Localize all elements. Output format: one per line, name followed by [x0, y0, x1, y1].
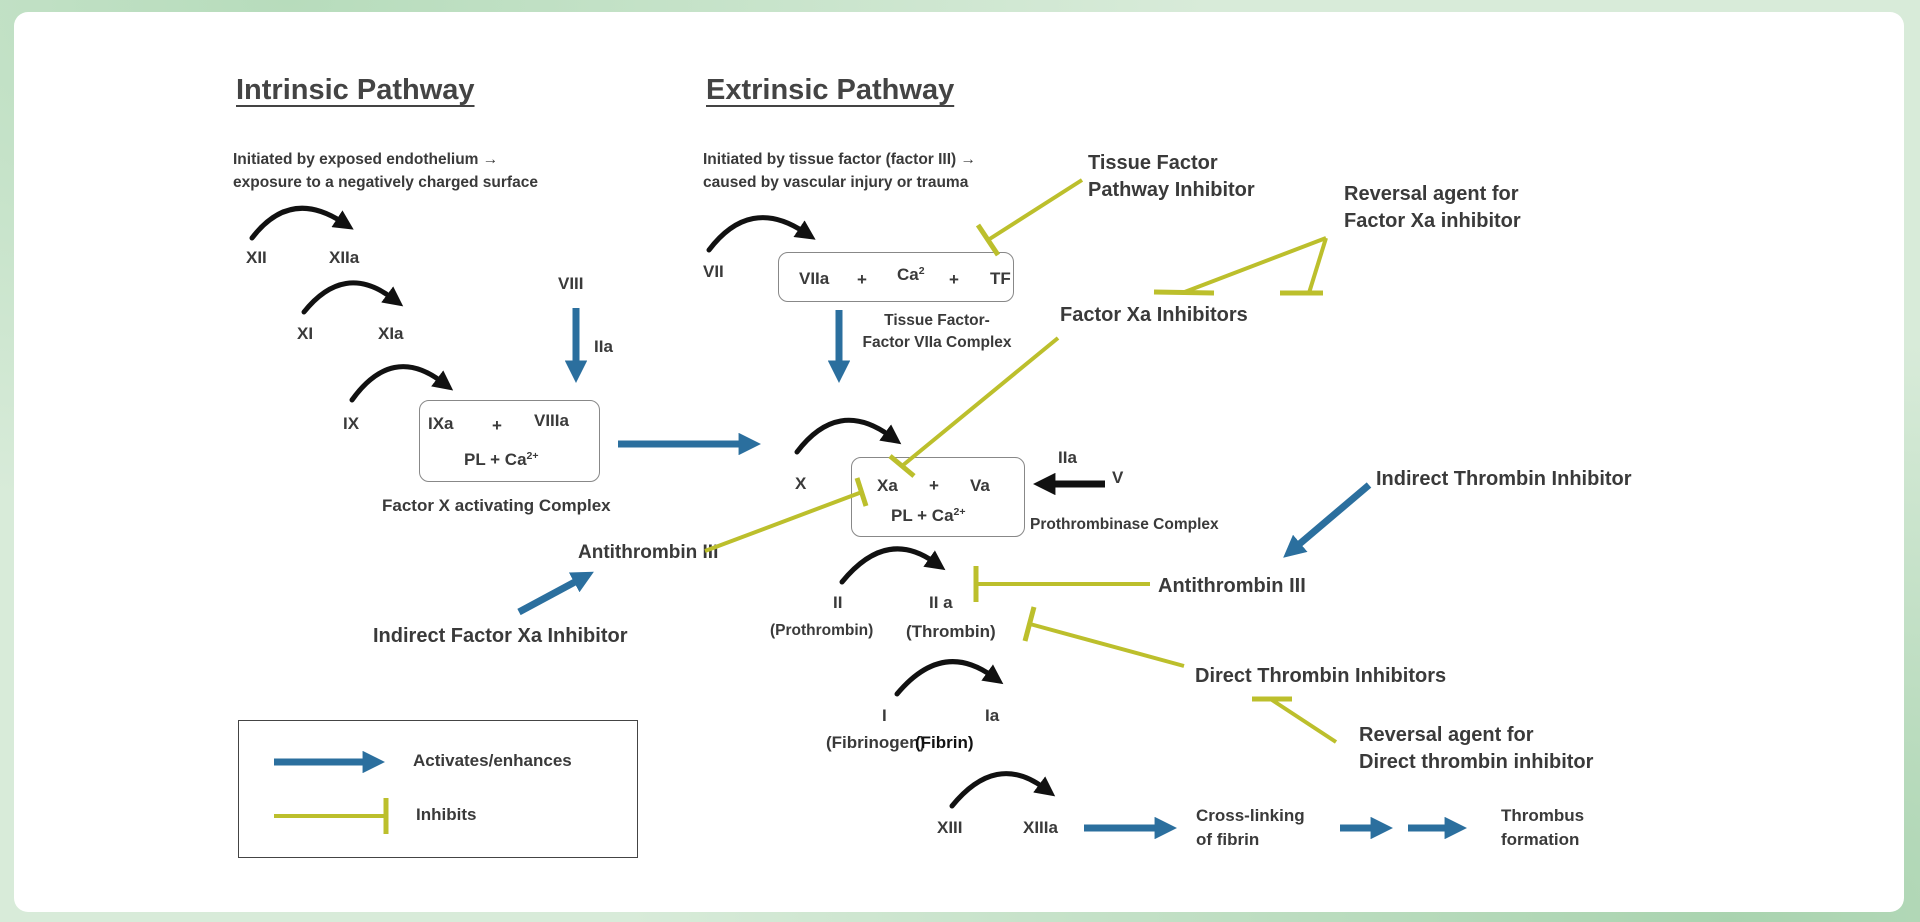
factor-ixa: IXa	[428, 414, 454, 433]
indirect-thrombin-inhibitor: Indirect Thrombin Inhibitor	[1376, 468, 1632, 490]
tissue-factor-complex-label: Tissue Factor- Factor VIIa Complex	[862, 312, 1012, 351]
prothrombinase-complex	[851, 457, 1025, 537]
arrow-indirect-thrombin-to-antithrombin	[1283, 482, 1372, 558]
curve-i-to-ia	[894, 659, 1004, 697]
factor-xia: XIa	[378, 324, 404, 343]
tissue-factor-tf: TF	[990, 269, 1011, 288]
inhibit-reversal-direct	[1270, 698, 1338, 744]
pl-ca-common: PL + Ca2+	[891, 506, 966, 525]
legend-activates-label: Activates/enhances	[413, 751, 572, 770]
pl-ca-intrinsic: PL + Ca2+	[464, 450, 539, 469]
legend	[238, 720, 638, 858]
plus-sign: +	[929, 476, 939, 495]
curve-xiii-to-xiiia	[949, 771, 1056, 809]
inhibit-xa-inhibitors	[900, 336, 1060, 468]
factor-iia: II a	[929, 593, 953, 612]
calcium: Ca2	[897, 265, 925, 284]
inhibit-direct-thrombin	[1029, 622, 1185, 668]
inhibit-antithrombin-left	[704, 490, 863, 553]
fibrinogen-label: (Fibrinogen)	[826, 733, 926, 752]
factor-ii: II	[833, 593, 843, 612]
plus-sign: +	[949, 270, 959, 289]
antithrombin-iii-right: Antithrombin III	[1158, 575, 1306, 597]
factor-viiia: VIIIa	[534, 411, 569, 430]
curve-ix-to-ixa	[349, 364, 454, 403]
curve-xi-to-xia	[301, 280, 404, 315]
factor-xiiia: XIIIa	[1023, 818, 1058, 837]
arrow-indirect-xa-to-antithrombin	[517, 571, 594, 616]
factor-viii: VIII	[558, 274, 584, 293]
curve-x-to-xa	[794, 417, 902, 455]
prothrombin-label: (Prothrombin)	[770, 622, 874, 639]
cross-linking-of-fibrin: Cross-linking of fibrin	[1196, 806, 1305, 849]
factor-ia: Ia	[985, 706, 1000, 725]
factor-ix: IX	[343, 414, 360, 433]
indirect-factor-xa-inhibitor: Indirect Factor Xa Inhibitor	[373, 625, 628, 647]
curve-xii-to-xiia	[249, 205, 354, 241]
thrombin-label: (Thrombin)	[906, 622, 996, 641]
factor-vii: VII	[703, 262, 724, 281]
factor-xa: Xa	[877, 476, 898, 495]
direct-thrombin-inhibitors: Direct Thrombin Inhibitors	[1195, 665, 1447, 687]
factor-i: I	[882, 706, 887, 725]
inhibit-tfpi	[986, 178, 1084, 242]
curve-vii-to-viia	[706, 215, 816, 253]
thrombin-iia-intrinsic: IIa	[594, 337, 613, 356]
inhibit-reversal-xa-2	[1307, 237, 1328, 294]
plus-sign: +	[492, 416, 502, 435]
factor-xa-inhibitors: Factor Xa Inhibitors	[1060, 304, 1248, 326]
prothrombinase-complex-label: Prothrombinase Complex	[1030, 516, 1219, 533]
extrinsic-note: Initiated by tissue factor (factor III) …	[703, 151, 977, 192]
factor-x-activating-complex	[419, 400, 600, 482]
curve-ii-to-iia	[839, 546, 946, 585]
fibrin-label: (Fibrin)	[915, 733, 974, 752]
inhibit-reversal-xa-1	[1181, 236, 1327, 295]
thrombin-iia-feedback: IIa	[1058, 448, 1077, 467]
plus-sign: +	[857, 270, 867, 289]
factor-xii: XII	[246, 248, 267, 267]
reversal-agent-direct-thrombin: Reversal agent for Direct thrombin inhib…	[1359, 724, 1594, 773]
tissue-factor-pathway-inhibitor: Tissue Factor Pathway Inhibitor	[1088, 152, 1255, 201]
tissue-factor-viia-complex	[778, 252, 1014, 302]
factor-viia: VIIa	[799, 269, 830, 288]
factor-x-activating-complex-label: Factor X activating Complex	[382, 496, 611, 515]
intrinsic-note: Initiated by exposed endothelium → expos…	[233, 151, 538, 192]
factor-xiia: XIIa	[329, 248, 360, 267]
factor-xi: XI	[297, 324, 314, 343]
factor-x: X	[795, 474, 807, 493]
thrombus-formation: Thrombus formation	[1501, 806, 1585, 849]
factor-v: V	[1112, 468, 1124, 487]
reversal-agent-xa: Reversal agent for Factor Xa inhibitor	[1344, 183, 1521, 232]
extrinsic-pathway-title: Extrinsic Pathway	[706, 74, 955, 106]
intrinsic-pathway-title: Intrinsic Pathway	[236, 74, 475, 106]
factor-va: Va	[970, 476, 990, 495]
legend-inhibits-label: Inhibits	[416, 805, 477, 824]
factor-xiii: XIII	[937, 818, 963, 837]
antithrombin-iii-left: Antithrombin III	[578, 542, 719, 563]
